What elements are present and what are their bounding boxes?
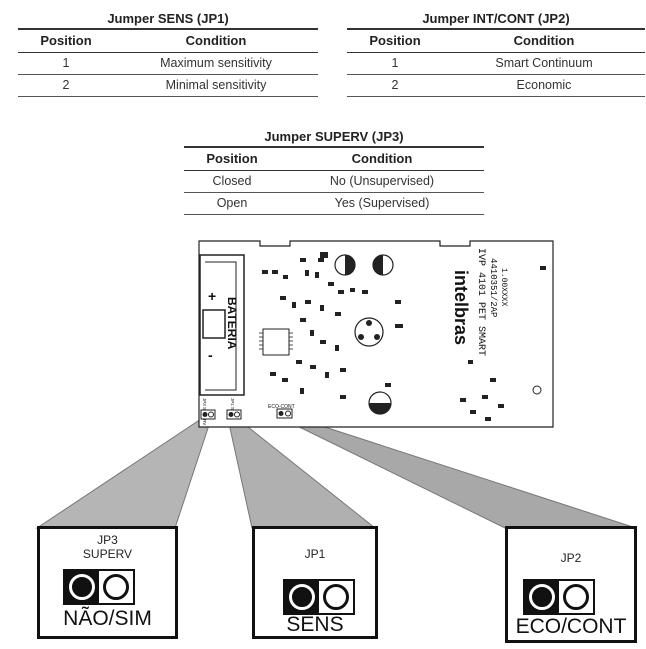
jp3-label: JP3 [97,533,118,547]
cell-condition: Maximum sensitivity [160,56,272,70]
battery-label: BATERIA [225,297,239,350]
cell-condition: Economic [516,78,572,92]
table-header: Position Condition [347,28,645,53]
cell-condition: Smart Continuum [495,56,593,70]
cell-position: 1 [391,56,399,70]
table-header: Position Condition [18,28,318,53]
table-row: 2 Economic [347,75,645,97]
ic-chip [262,328,290,356]
table-row: Open Yes (Supervised) [184,193,484,215]
pin-1 [285,581,319,613]
table-title: Jumper SUPERV (JP3) [264,129,404,144]
pin-2 [99,571,133,603]
cell-position: Open [216,196,248,210]
header-position: Position [206,151,258,166]
jumper-pins-jp3 [63,569,135,605]
table-row: 1 Maximum sensitivity [18,53,318,75]
jp3-caption: NÃO/SIM [63,607,152,630]
table-title: Jumper SENS (JP1) [107,11,229,26]
table-row: Closed No (Unsupervised) [184,171,484,193]
mounting-hole [532,385,542,395]
callout-box-jp2: JP2 ECO/CONT [505,526,637,643]
pin-1 [525,581,559,613]
pcb-jumper-jp2 [276,408,293,419]
brand-logo: intelbras [451,270,471,345]
superv-label: SUPERV [82,547,133,561]
jumper-pins-jp1 [283,579,355,615]
pcb-jumper-jp1 [226,409,242,420]
lot-label: 1.00XXXX [499,268,508,307]
header-condition: Condition [185,33,247,48]
pcb-jumper-jp3 [200,409,216,420]
callout-box-jp1: JP1 SENS [252,526,378,639]
jp2-caption: ECO/CONT [515,615,627,638]
cell-position: Closed [212,174,252,188]
jp2-label: JP2 [560,551,582,565]
model-label: IVP 4101 PET SMART [475,248,486,356]
silk-jp1: JP1 SENS [230,398,235,419]
cell-condition: No (Unsupervised) [329,174,435,188]
svg-text:-: - [208,347,213,363]
jp1-table: Jumper SENS (JP1) Position Condition 1 M… [18,10,318,97]
pin-2 [559,581,593,613]
jp2-table: Jumper INT/CONT (JP2) Position Condition… [347,10,645,97]
pin-1 [65,571,99,603]
header-condition: Condition [351,151,413,166]
callout-beam-jp3 [35,418,212,529]
table-row: 1 Smart Continuum [347,53,645,75]
jumper-pins-jp2 [523,579,595,615]
pin-2 [319,581,353,613]
pcb-board: + - BATERIA [198,240,554,428]
callout-beam-jp1 [227,418,377,529]
jp3-table: Jumper SUPERV (JP3) Position Condition C… [184,128,484,215]
table-title: Jumper INT/CONT (JP2) [422,11,570,26]
cell-position: 2 [391,78,399,92]
header-condition: Condition [513,33,575,48]
table-header: Position Condition [184,146,484,171]
table-row: 2 Minimal sensitivity [18,75,318,97]
cell-position: 2 [62,78,70,92]
code-label: 4410351/2AP [488,258,498,317]
header-position: Position [369,33,421,48]
header-position: Position [40,33,92,48]
smd-components [262,252,546,421]
callout-box-jp3: JP3 SUPERV NÃO/SIM [37,526,178,639]
jp1-caption: SENS [286,613,344,636]
cell-position: 1 [62,56,70,70]
jp1-label: JP1 [304,547,326,561]
cell-condition: Yes (Supervised) [334,196,430,210]
silk-eco-cont: ECO-CONT [268,404,295,410]
cell-condition: Minimal sensitivity [165,78,267,92]
svg-text:+: + [208,288,216,304]
